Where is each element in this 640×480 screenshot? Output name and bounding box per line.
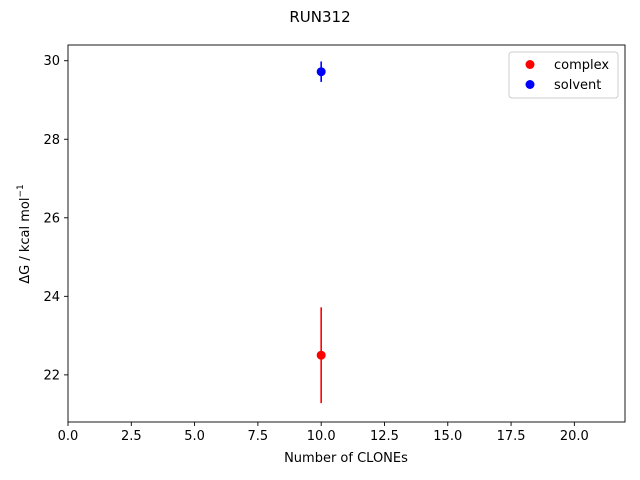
y-tick-label: 30: [43, 54, 60, 69]
x-tick-label: 0.0: [58, 429, 79, 444]
x-tick-label: 7.5: [248, 429, 269, 444]
x-tick-label: 20.0: [560, 429, 589, 444]
y-axis-label: ΔG / kcal mol−1: [16, 184, 33, 284]
y-tick-label: 26: [43, 211, 60, 226]
y-axis-label-superscript: −1: [16, 184, 26, 197]
legend-marker-complex: [525, 60, 535, 69]
legend-label-solvent: solvent: [554, 78, 601, 93]
x-axis-label: Number of CLONEs: [284, 451, 408, 466]
chart-title: RUN312: [289, 8, 350, 26]
plot-area: [67, 44, 626, 423]
x-tick-label: 12.5: [370, 429, 399, 444]
solvent-point: [316, 67, 326, 77]
legend-box: [508, 51, 619, 99]
y-axis: 22 24 26 28 30: [43, 54, 68, 383]
x-tick-label: 10.0: [307, 429, 336, 444]
axes-frame: [67, 44, 626, 423]
legend: complex solvent: [508, 51, 619, 99]
legend-label-complex: complex: [554, 58, 609, 73]
y-tick-label: 22: [43, 368, 60, 383]
x-tick-label: 5.0: [184, 429, 205, 444]
x-tick-label: 2.5: [121, 429, 142, 444]
x-axis: 0.0 2.5 5.0 7.5 10.0 12.5 15.0 17.5 20.0: [58, 422, 589, 444]
y-axis-label-main: ΔG / kcal mol: [18, 198, 33, 284]
complex-point: [316, 350, 326, 360]
y-tick-label: 24: [43, 290, 60, 305]
y-tick-label: 28: [43, 133, 60, 148]
x-tick-label: 17.5: [497, 429, 526, 444]
legend-marker-solvent: [525, 80, 535, 89]
x-tick-label: 15.0: [433, 429, 462, 444]
